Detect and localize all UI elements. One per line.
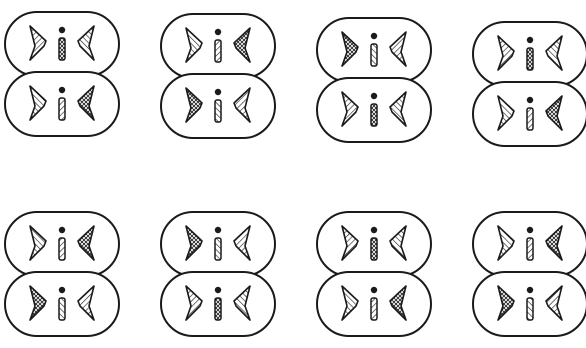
center-chromosome-icon [527,48,533,70]
upper-cell [473,22,586,86]
center-chromosome-icon [371,238,377,260]
upper-cell [161,14,275,78]
lower-cell [5,272,119,336]
center-chromosome-icon [371,104,377,126]
cell-pair-r1-c2 [161,14,275,138]
upper-cell [161,212,275,276]
upper-cell [317,212,431,276]
upper-cell [5,12,119,76]
center-chromosome-icon [215,40,221,62]
centrosome-dot-icon [215,29,221,35]
lower-cell [161,272,275,336]
centrosome-dot-icon [527,97,533,103]
center-chromosome-icon [215,238,221,260]
lower-cell [317,272,431,336]
centrosome-dot-icon [59,87,65,93]
cell-pair-r2-c1 [5,212,119,336]
centrosome-dot-icon [215,89,221,95]
centrosome-dot-icon [371,227,377,233]
center-chromosome-icon [527,298,533,320]
lower-cell [317,78,431,142]
center-chromosome-icon [371,298,377,320]
center-chromosome-icon [215,100,221,122]
center-chromosome-icon [59,238,65,260]
cell-pair-r2-c2 [161,212,275,336]
centrosome-dot-icon [215,287,221,293]
centrosome-dot-icon [527,287,533,293]
center-chromosome-icon [527,108,533,130]
center-chromosome-icon [371,44,377,66]
cell-pair-r2-c3 [317,212,431,336]
upper-cell [317,18,431,82]
cell-pair-r1-c3 [317,18,431,142]
centrosome-dot-icon [371,287,377,293]
center-chromosome-icon [215,298,221,320]
upper-cell [5,212,119,276]
centrosome-dot-icon [527,37,533,43]
center-chromosome-icon [59,98,65,120]
center-chromosome-icon [59,298,65,320]
centrosome-dot-icon [371,93,377,99]
centrosome-dot-icon [371,33,377,39]
lower-cell [5,72,119,136]
cell-pair-r1-c1 [5,12,119,136]
lower-cell [473,272,586,336]
cell-pair-r1-c4 [473,22,586,146]
upper-cell [473,212,586,276]
center-chromosome-icon [527,238,533,260]
centrosome-dot-icon [59,287,65,293]
lower-cell [161,74,275,138]
lower-cell [473,82,586,146]
centrosome-dot-icon [215,227,221,233]
centrosome-dot-icon [59,27,65,33]
cell-pair-r2-c4 [473,212,586,336]
centrosome-dot-icon [527,227,533,233]
centrosome-dot-icon [59,227,65,233]
center-chromosome-icon [59,38,65,60]
